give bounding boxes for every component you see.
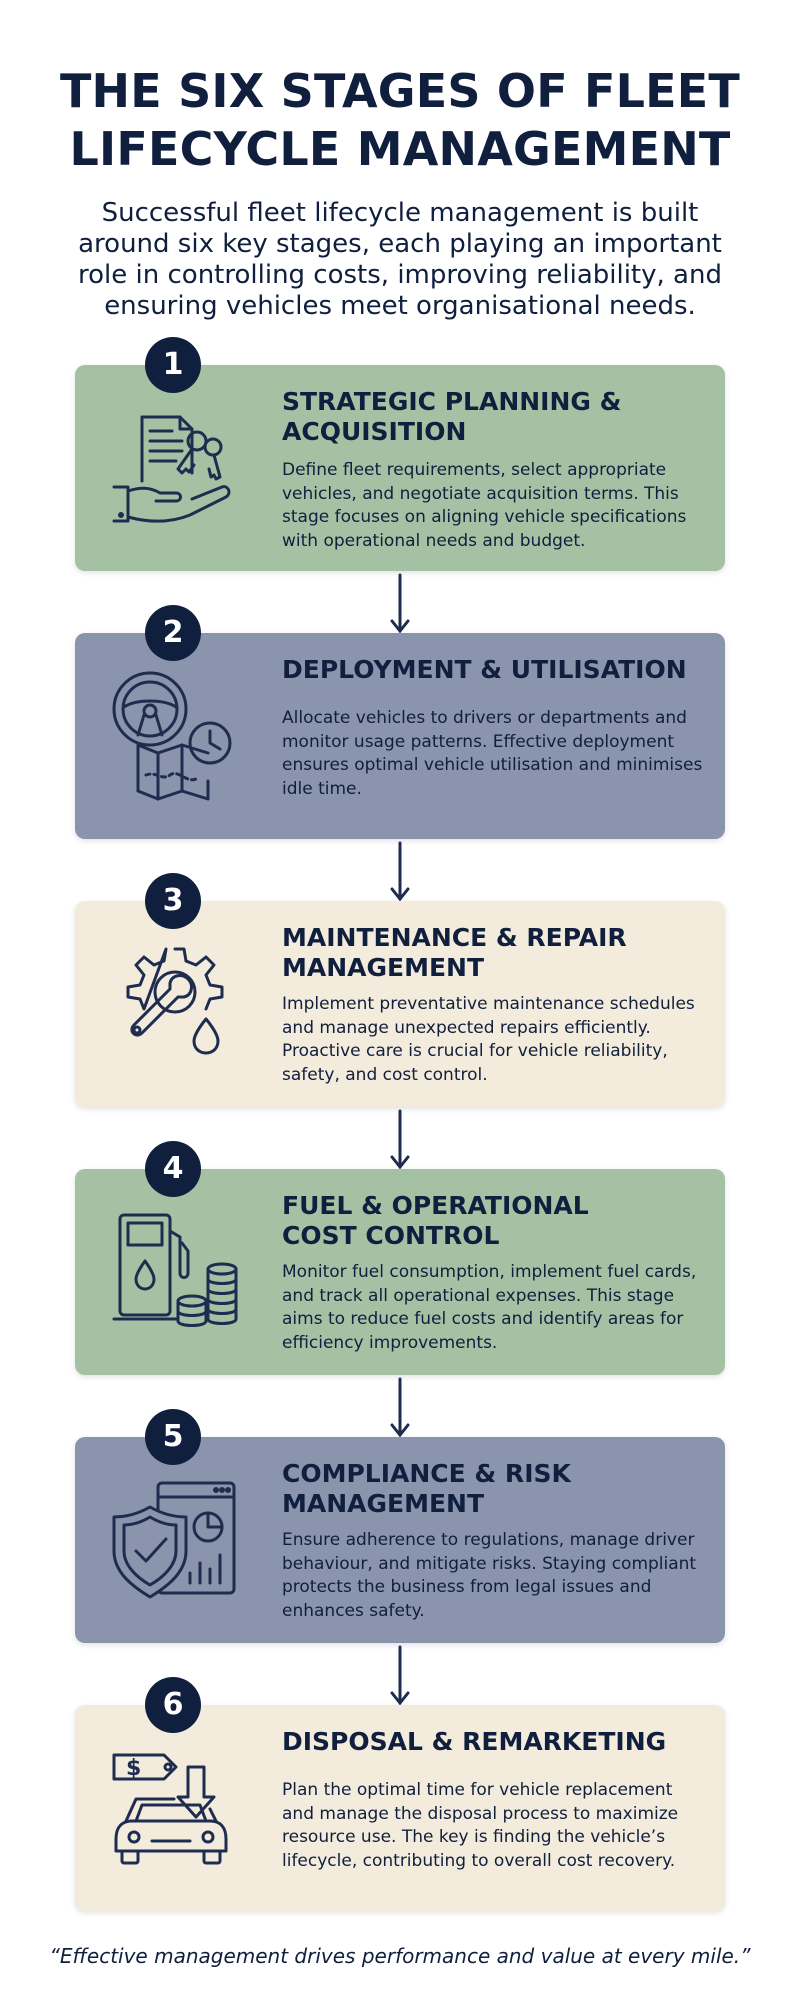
- arrow-down-icon: [390, 1645, 410, 1707]
- stage-1-description: Define fleet requirements, select approp…: [282, 460, 687, 551]
- fuel-pump-coins-icon: [110, 1207, 240, 1337]
- stage-6-card: $ DISPOSAL & REMARKETING Plan the optima…: [75, 1705, 725, 1911]
- steering-wheel-map-clock-icon: [110, 671, 240, 801]
- stage-2-title: DEPLOYMENT & UTILISATION: [282, 655, 687, 684]
- svg-text:$: $: [126, 1756, 141, 1781]
- stage-3-description: Implement preventative maintenance sched…: [282, 994, 695, 1085]
- stage-1-number: 1: [145, 337, 201, 393]
- stage-1-title: STRATEGIC PLANNING & ACQUISITION: [282, 387, 622, 446]
- stage-6-description: Plan the optimal time for vehicle replac…: [282, 1780, 679, 1871]
- intro-text: Successful fleet lifecycle management is…: [78, 198, 722, 321]
- footer-quote: “Effective management drives performance…: [49, 1944, 751, 1968]
- stage-5-number: 5: [145, 1409, 201, 1465]
- stage-3-number: 3: [145, 873, 201, 929]
- arrow-down-icon: [390, 1377, 410, 1439]
- arrow-down-icon: [390, 573, 410, 635]
- stage-3-card: MAINTENANCE & REPAIR MANAGEMENT Implemen…: [75, 901, 725, 1107]
- hand-document-keys-icon: [110, 403, 240, 533]
- stage-4-number: 4: [145, 1141, 201, 1197]
- stage-2-card: DEPLOYMENT & UTILISATION Allocate vehicl…: [75, 633, 725, 839]
- gear-wrench-drop-icon: [110, 939, 240, 1069]
- stage-6-title: DISPOSAL & REMARKETING: [282, 1727, 667, 1756]
- stage-4-description: Monitor fuel consumption, implement fuel…: [282, 1262, 697, 1353]
- car-price-tag-icon: $: [110, 1743, 240, 1873]
- stage-6-number: 6: [145, 1677, 201, 1733]
- stage-5-title: COMPLIANCE & RISK MANAGEMENT: [282, 1459, 571, 1518]
- stage-4-title: FUEL & OPERATIONAL COST CONTROL: [282, 1191, 589, 1250]
- stage-1-card: STRATEGIC PLANNING & ACQUISITION Define …: [75, 365, 725, 571]
- stage-5-description: Ensure adherence to regulations, manage …: [282, 1530, 697, 1621]
- stage-3-title: MAINTENANCE & REPAIR MANAGEMENT: [282, 923, 627, 982]
- stage-2-number: 2: [145, 605, 201, 661]
- stage-2-description: Allocate vehicles to drivers or departme…: [282, 708, 703, 799]
- page-title: THE SIX STAGES OF FLEET LIFECYCLE MANAGE…: [59, 64, 740, 176]
- stage-4-card: FUEL & OPERATIONAL COST CONTROL Monitor …: [75, 1169, 725, 1375]
- arrow-down-icon: [390, 841, 410, 903]
- stage-5-card: COMPLIANCE & RISK MANAGEMENT Ensure adhe…: [75, 1437, 725, 1643]
- arrow-down-icon: [390, 1109, 410, 1171]
- shield-check-dashboard-icon: [110, 1475, 240, 1605]
